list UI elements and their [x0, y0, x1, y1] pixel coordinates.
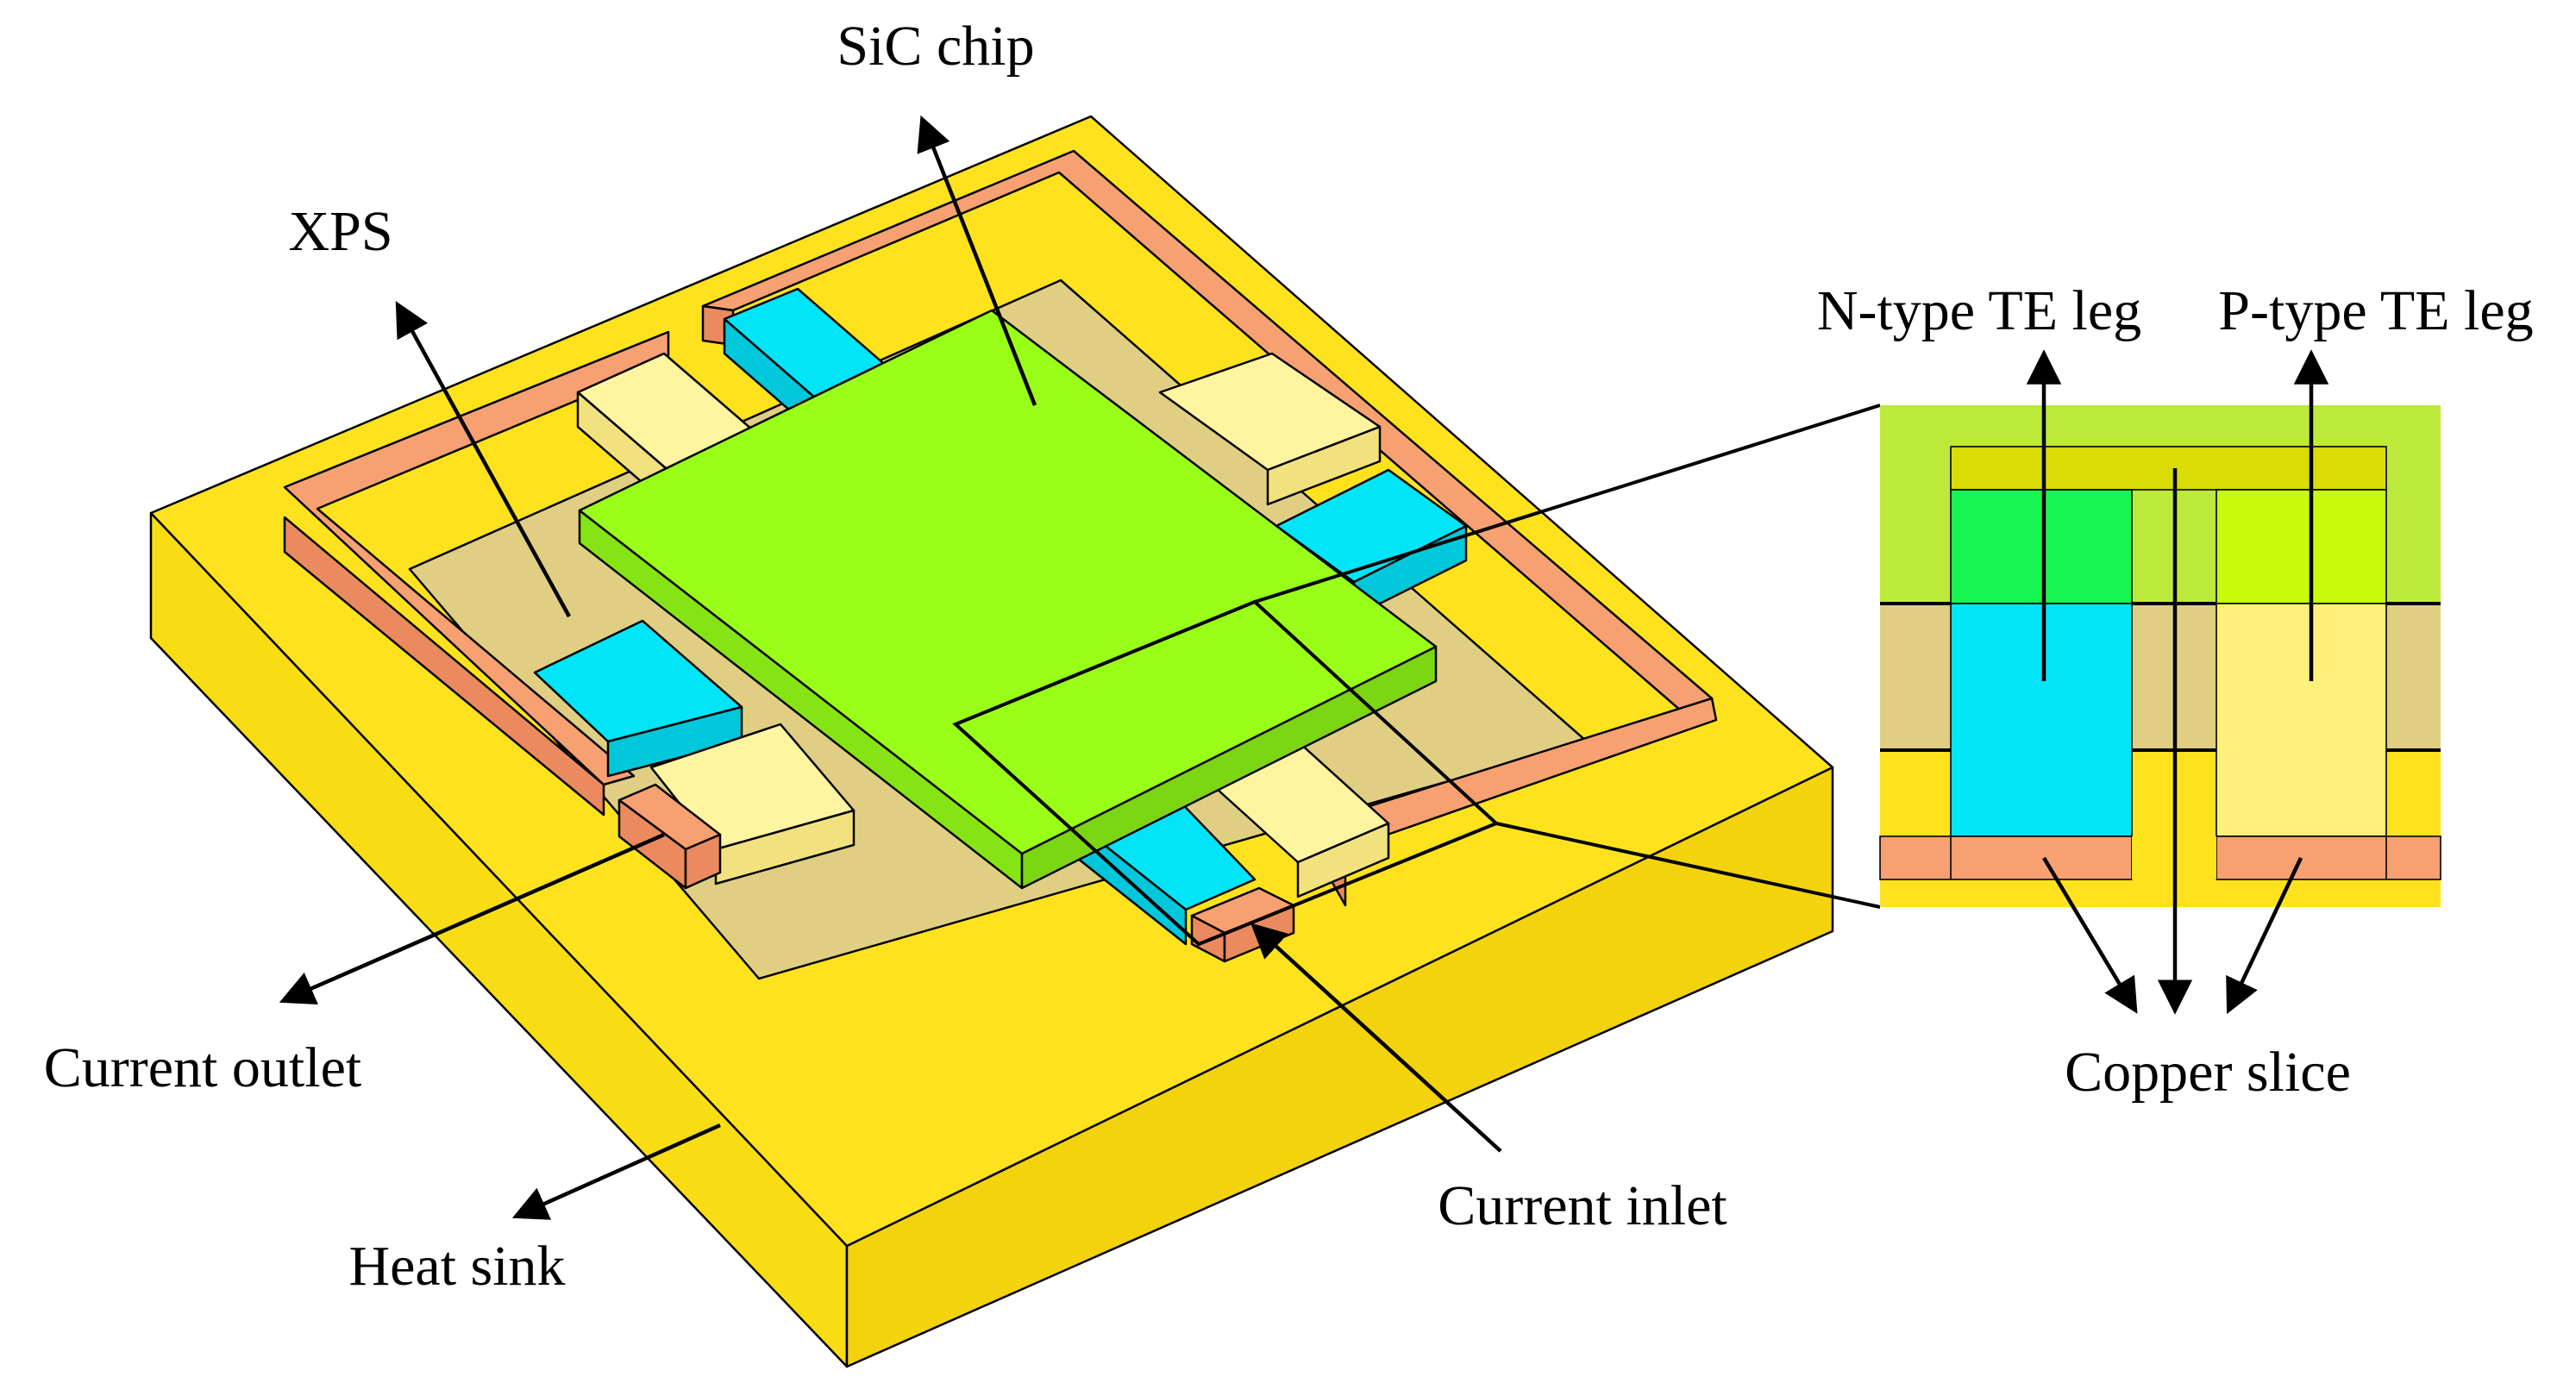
current-outlet-terminal: [617, 783, 722, 890]
label-current-outlet: Current outlet: [44, 1036, 361, 1099]
zoom-line-bottom: [1495, 822, 1881, 909]
inset-p-leg: [2216, 603, 2387, 837]
inset-n-leg: [1950, 603, 2133, 837]
sic-chip-arrow: [917, 115, 1037, 406]
inset-copper-slice-right: [2216, 835, 2441, 880]
sic-chip-top-face: [578, 309, 1438, 855]
copper-slice-arrow-right: [2226, 857, 2303, 1015]
label-n-type-leg: N-type TE leg: [1817, 279, 2141, 342]
copper-frame-left-front: [283, 516, 605, 817]
inset-n-leg-upper: [1950, 489, 2133, 604]
inset-copper-slice-left: [1879, 835, 2133, 880]
label-copper-slice: Copper slice: [2065, 1041, 2351, 1104]
label-heat-sink: Heat sink: [348, 1235, 565, 1298]
p-type-leg-bottom-right-side: [1296, 822, 1390, 898]
zoom-line-top: [1254, 404, 1881, 604]
inset-cross-section: [1879, 405, 2441, 907]
xps-arrow: [395, 301, 571, 618]
sic-chip: [578, 309, 1438, 890]
label-xps: XPS: [288, 200, 392, 263]
copper-slice-arrow-left: [2042, 856, 2138, 1014]
label-current-inlet: Current inlet: [1438, 1174, 1727, 1237]
p-type-leg-right-side: [1266, 425, 1382, 506]
heat-sink-arrow: [511, 1123, 721, 1220]
current-outlet-arrow: [279, 832, 665, 1005]
label-sic-chip: SiC chip: [837, 15, 1034, 78]
label-p-type-leg: P-type TE leg: [2218, 279, 2533, 342]
inset-p-leg-upper: [2216, 489, 2387, 604]
inset-copper-top-strip: [1950, 446, 2387, 491]
current-inlet-arrow: [1250, 923, 1502, 1153]
